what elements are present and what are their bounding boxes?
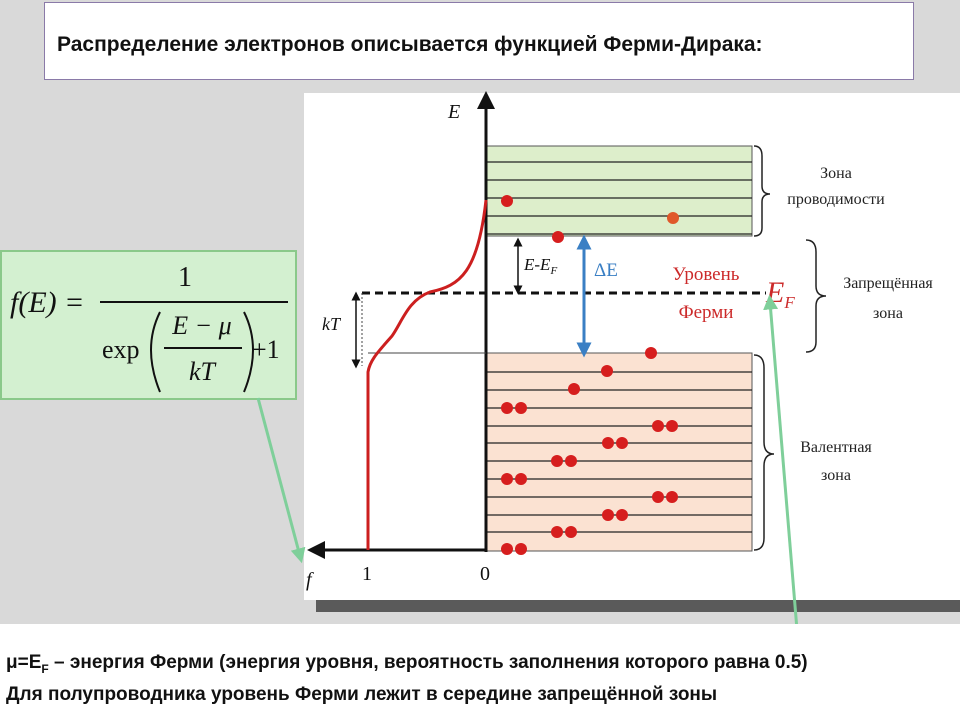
conduction-band-brace <box>753 145 771 237</box>
electron <box>565 455 577 467</box>
formula-fraction-top: E − μ <box>171 311 231 340</box>
valence-band-brace <box>753 354 775 551</box>
conduction-band-label-line2: проводимости <box>787 191 885 208</box>
delta-e-label: ΔE <box>594 260 618 281</box>
electron <box>616 509 628 521</box>
electron <box>515 473 527 485</box>
fermi-energy-note: μ=EF – энергия Ферми (энергия уровня, ве… <box>6 652 808 676</box>
fermi-level-label-line2: Ферми <box>679 302 734 323</box>
slide-title-box: Распределение электронов описывается фун… <box>44 2 914 80</box>
electron <box>667 212 679 224</box>
tick-one-label: 1 <box>362 563 372 585</box>
tick-zero-label: 0 <box>480 563 490 585</box>
semiconductor-note: Для полупроводника уровень Ферми лежит в… <box>6 684 718 705</box>
conduction-band <box>485 145 753 237</box>
conduction-band-rect <box>485 145 753 237</box>
formula-exp: exp <box>102 335 140 364</box>
electron <box>616 437 628 449</box>
electron <box>501 543 513 555</box>
energy-axis-label: E <box>447 101 460 123</box>
valence-band-rect <box>485 352 753 552</box>
electron <box>666 420 678 432</box>
electron <box>645 347 657 359</box>
electron <box>515 543 527 555</box>
electron <box>601 365 613 377</box>
electron <box>501 473 513 485</box>
notes-panel: μ=EF – энергия Ферми (энергия уровня, ве… <box>0 624 960 720</box>
fermi-level-pointer-arrow <box>763 294 800 643</box>
valence-band <box>485 352 753 552</box>
electron <box>666 491 678 503</box>
electron <box>568 383 580 395</box>
formula-pointer-arrow <box>256 397 306 564</box>
conduction-band-levels <box>486 161 752 235</box>
e-minus-ef-label: E-EF <box>523 255 557 277</box>
electron <box>551 455 563 467</box>
formula-right-paren <box>243 311 254 393</box>
formula-plus-one: +1 <box>252 335 280 364</box>
valence-band-label-line2: зона <box>821 467 851 484</box>
electron <box>552 231 564 243</box>
formula-left-paren <box>150 311 161 393</box>
formula-fraction-bottom: kT <box>189 357 217 386</box>
slide-title: Распределение электронов описывается фун… <box>57 33 763 56</box>
electron <box>652 491 664 503</box>
fermi-dirac-formula-box: f(E) = 1 exp E − μ kT +1 <box>0 250 297 400</box>
electrons <box>501 195 679 555</box>
electron <box>501 402 513 414</box>
fermi-dirac-formula: f(E) = 1 exp E − μ kT +1 <box>10 262 288 393</box>
valence-band-label-line1: Валентная <box>800 439 872 456</box>
electron <box>551 526 563 538</box>
electron <box>565 526 577 538</box>
conduction-band-label-line1: Зона <box>820 165 852 182</box>
panel-shadow <box>316 600 960 612</box>
forbidden-band-brace <box>805 239 827 353</box>
electron <box>602 437 614 449</box>
formula-numerator: 1 <box>178 262 192 293</box>
formula-lhs: f(E) = <box>10 286 84 319</box>
f-axis-label: f <box>306 569 314 591</box>
fermi-dirac-curve <box>366 199 488 550</box>
fermi-level-label-line1: Уровень <box>673 264 740 285</box>
electron <box>602 509 614 521</box>
forbidden-band-label-line1: Запрещённая <box>843 275 933 292</box>
electron <box>501 195 513 207</box>
kt-label: kT <box>322 314 342 334</box>
forbidden-band-label-line2: зона <box>873 305 903 322</box>
electron <box>652 420 664 432</box>
electron <box>515 402 527 414</box>
